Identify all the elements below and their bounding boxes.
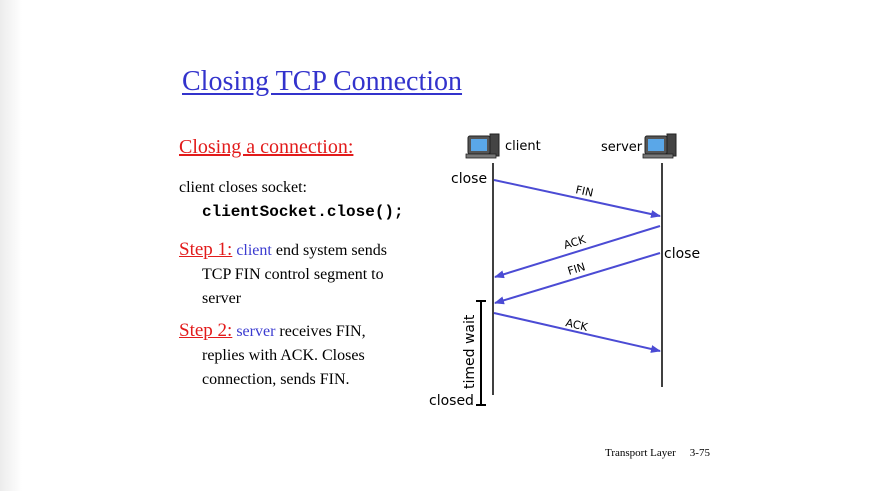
step-1-text-1: end system sends (271, 242, 387, 259)
step-1-line-1: Step 1: client end system sends (179, 238, 387, 263)
ack-label-1: ACK (562, 233, 588, 252)
step-2: Step 2: server receives FIN, replies wit… (179, 319, 366, 392)
step-1-line-3: server (202, 290, 242, 307)
step-1: Step 1: client end system sends TCP FIN … (179, 238, 387, 311)
footer-section: Transport Layer (605, 447, 676, 459)
slide-footer: Transport Layer 3-75 (605, 447, 710, 459)
client-label: client (505, 139, 541, 154)
client-computer-icon (465, 133, 500, 159)
intro-text: client closes socket: (179, 179, 307, 196)
closed-label: closed (429, 393, 474, 409)
ack-arrow-2 (493, 312, 661, 353)
footer-page-number: 3-75 (689, 447, 710, 459)
step-1-line-2: TCP FIN control segment to (202, 266, 384, 283)
step-1-actor: client (236, 242, 272, 259)
fin-arrow-2 (494, 252, 661, 305)
step-2-line-3: connection, sends FIN. (202, 371, 350, 388)
step-1-label: Step 1: (179, 239, 233, 260)
ack-arrow-1 (494, 225, 661, 279)
server-computer-icon (642, 133, 677, 159)
timed-wait-label: timed wait (462, 314, 478, 389)
server-close-label: close (664, 246, 700, 262)
step-2-line-1: Step 2: server receives FIN, (179, 319, 366, 344)
ack-label-2: ACK (564, 316, 589, 334)
code-snippet: clientSocket.close(); (202, 203, 404, 221)
slide-title: Closing TCP Connection (182, 66, 463, 97)
fin-arrow-1 (493, 179, 661, 219)
timed-wait-bracket (476, 300, 486, 406)
fin-label-2: FIN (566, 260, 587, 278)
step-2-text-1: receives FIN, (275, 323, 366, 340)
section-heading: Closing a connection: (179, 136, 354, 158)
step-2-actor: server (236, 323, 276, 340)
step-2-line-2: replies with ACK. Closes (202, 347, 365, 364)
server-label: server (601, 140, 643, 155)
client-close-label: close (451, 171, 487, 187)
slide-left-edge (0, 0, 22, 491)
tcp-close-diagram: client server close close closed timed w… (429, 133, 700, 409)
fin-label-1: FIN (574, 183, 594, 199)
step-2-label: Step 2: (179, 320, 233, 341)
